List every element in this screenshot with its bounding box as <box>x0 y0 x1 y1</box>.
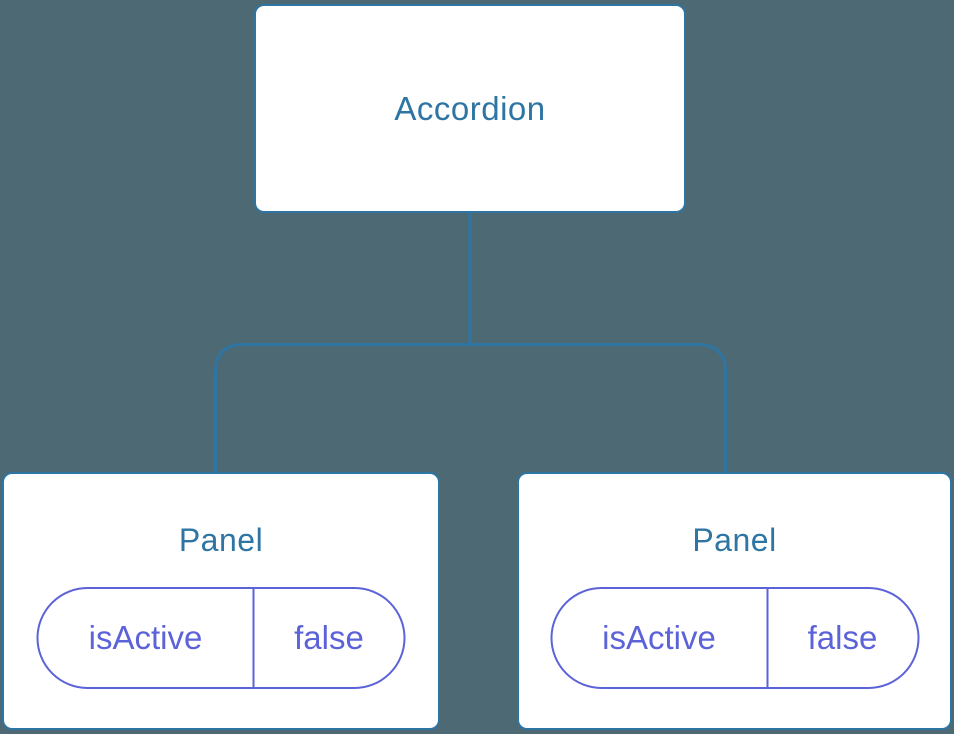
panel-node-label: Panel <box>178 522 264 558</box>
state-value: false <box>252 589 404 687</box>
tree-node-panel-2: Panel isActive false <box>517 472 952 730</box>
state-pill: isActive false <box>36 587 406 689</box>
tree-node-accordion: Accordion <box>254 4 686 213</box>
panel-node-label: Panel <box>692 522 777 558</box>
state-pill: isActive false <box>550 587 919 689</box>
tree-node-panel-1: Panel isActive false <box>2 472 440 730</box>
state-value: false <box>766 589 917 687</box>
branch-bracket-line <box>214 343 727 473</box>
state-key: isActive <box>602 619 716 656</box>
state-key: isActive <box>88 619 203 656</box>
accordion-node-label: Accordion <box>394 89 546 127</box>
